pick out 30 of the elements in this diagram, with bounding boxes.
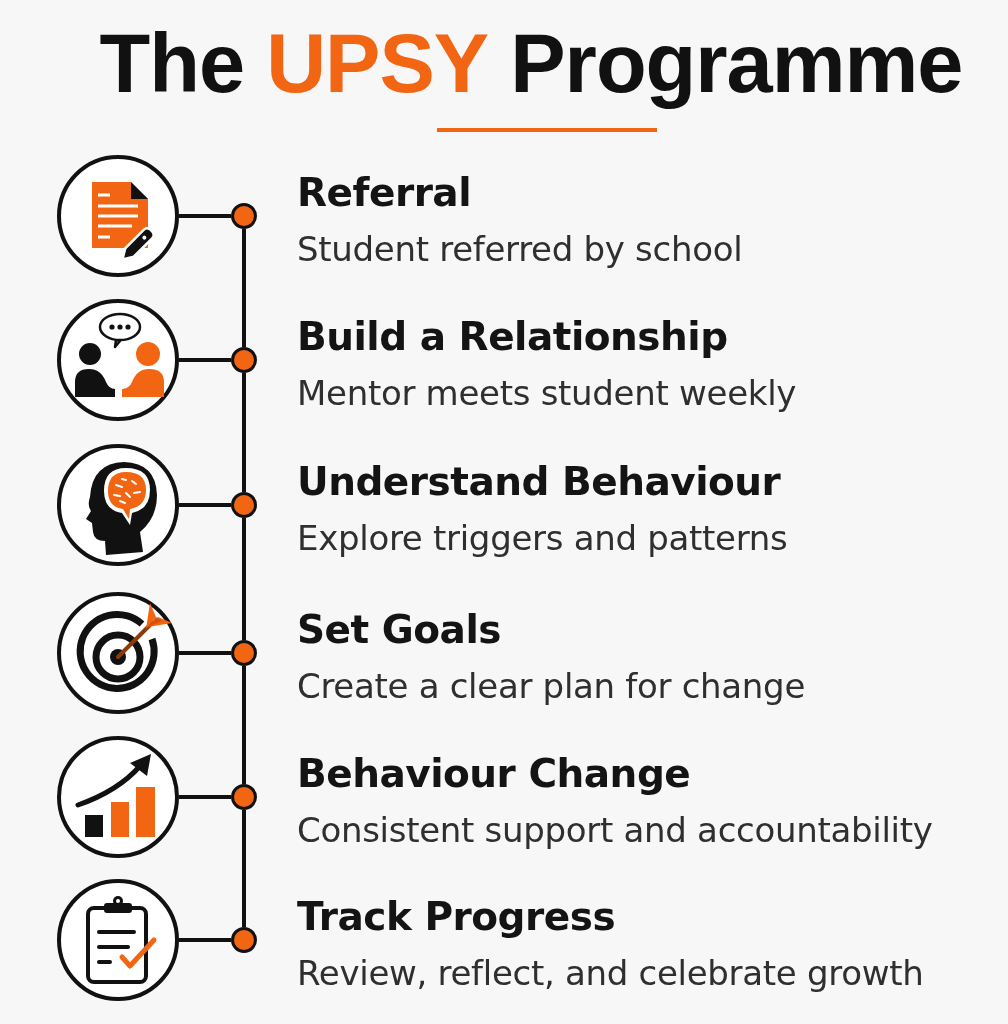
timeline-dot — [231, 203, 257, 229]
step-title: Understand Behaviour — [297, 459, 781, 505]
connector-line — [179, 358, 231, 362]
title: The UPSY Programme — [98, 16, 964, 112]
timeline-dot — [231, 640, 257, 666]
connector-line — [179, 214, 231, 218]
step-description: Create a clear plan for change — [297, 666, 805, 706]
step-title: Track Progress — [297, 894, 616, 940]
timeline-dot — [231, 784, 257, 810]
step-description: Mentor meets student weekly — [297, 373, 797, 413]
step-description: Explore triggers and patterns — [297, 518, 788, 558]
connector-line — [179, 938, 231, 942]
step-description: Review, reflect, and celebrate growth — [297, 953, 924, 993]
connector-line — [179, 795, 231, 799]
step-title: Referral — [297, 170, 472, 216]
timeline-line — [242, 373, 246, 492]
step-title: Build a Relationship — [297, 314, 728, 360]
step-description: Student referred by school — [297, 229, 743, 269]
step-title: Behaviour Change — [297, 751, 691, 797]
timeline-line — [242, 229, 246, 347]
timeline-line — [242, 666, 246, 784]
timeline-dot — [231, 492, 257, 518]
timeline-dot — [231, 347, 257, 373]
step-title: Set Goals — [297, 607, 501, 653]
timeline-dot — [231, 927, 257, 953]
timeline-line — [242, 518, 246, 640]
connector-line — [179, 503, 231, 507]
timeline-line — [242, 810, 246, 927]
step-description: Consistent support and accountability — [297, 810, 933, 850]
connector-line — [179, 651, 231, 655]
